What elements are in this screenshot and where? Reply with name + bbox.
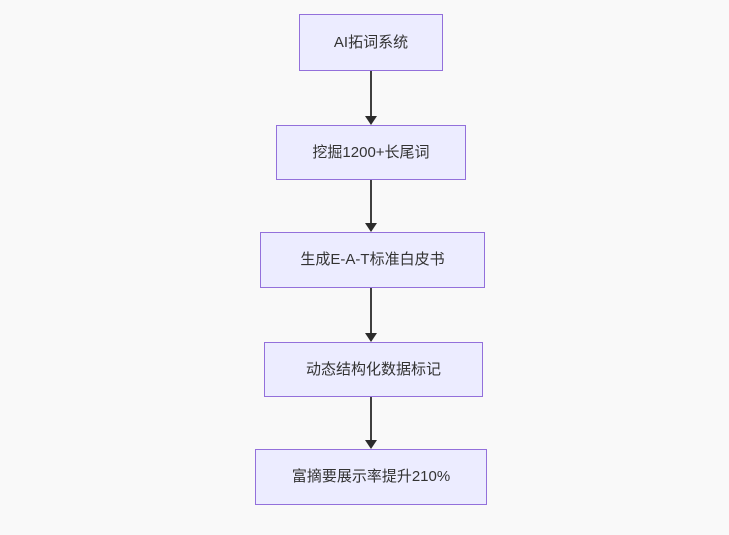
arrow-shaft	[370, 288, 372, 333]
flowchart-node-ai-word-system: AI拓词系统	[299, 14, 443, 71]
node-label: 挖掘1200+长尾词	[312, 143, 430, 161]
arrow-shaft	[370, 397, 372, 440]
arrowhead-icon	[365, 116, 377, 125]
node-label: 动态结构化数据标记	[305, 360, 441, 378]
arrow-down-icon	[365, 180, 377, 232]
flowchart-node-structured-data: 动态结构化数据标记	[264, 342, 483, 397]
flowchart-node-eat-whitepaper: 生成E-A-T标准白皮书	[260, 232, 485, 288]
flowchart-node-longtail-mining: 挖掘1200+长尾词	[276, 125, 466, 180]
arrow-down-icon	[365, 288, 377, 342]
node-label: AI拓词系统	[333, 33, 409, 51]
node-label: 富摘要展示率提升210%	[291, 468, 451, 486]
arrowhead-icon	[365, 440, 377, 449]
arrowhead-icon	[365, 223, 377, 232]
flowchart-node-rich-snippet-result: 富摘要展示率提升210%	[255, 449, 487, 505]
arrow-shaft	[370, 71, 372, 116]
arrow-down-icon	[365, 71, 377, 125]
arrowhead-icon	[365, 333, 377, 342]
arrow-down-icon	[365, 397, 377, 449]
node-label: 生成E-A-T标准白皮书	[300, 251, 445, 269]
arrow-shaft	[370, 180, 372, 223]
